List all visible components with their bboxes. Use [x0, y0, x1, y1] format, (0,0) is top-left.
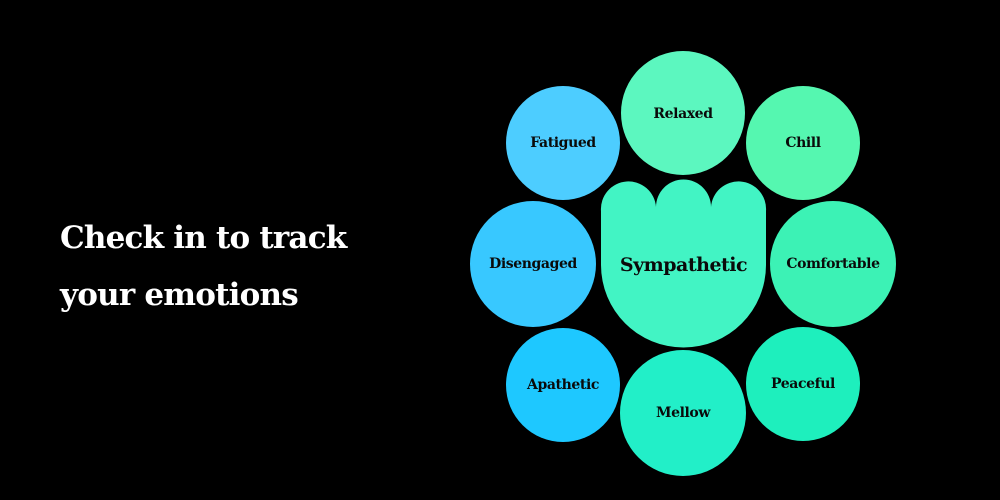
bubble-circle[interactable] [746, 86, 860, 200]
bubble-comfortable[interactable]: Comfortable [770, 201, 896, 327]
bubble-relaxed[interactable]: Relaxed [621, 51, 745, 175]
bubble-circle[interactable] [506, 328, 620, 442]
selected-emotion-shape[interactable] [600, 179, 767, 348]
bubble-fatigued[interactable]: Fatigued [506, 86, 620, 200]
bubble-label: Apathetic [526, 377, 599, 393]
selected-emotion-label: Sympathetic [620, 254, 747, 276]
bubble-apathetic[interactable]: Apathetic [506, 328, 620, 442]
headline: Check in to track your emotions [60, 210, 380, 324]
bubble-circle[interactable] [620, 350, 746, 476]
headline-line-2: your emotions [60, 277, 299, 313]
bubble-circle[interactable] [621, 51, 745, 175]
bubble-label: Relaxed [653, 106, 713, 122]
bubble-label: Chill [785, 135, 820, 151]
bubble-circle[interactable] [770, 201, 896, 327]
bubble-circle[interactable] [746, 327, 860, 441]
headline-line-1: Check in to track [60, 220, 347, 256]
bubble-label: Peaceful [771, 376, 835, 392]
bubble-mellow[interactable]: Mellow [620, 350, 746, 476]
bubble-circle[interactable] [506, 86, 620, 200]
bubble-circle[interactable] [470, 201, 596, 327]
bubble-chill[interactable]: Chill [746, 86, 860, 200]
bubble-disengaged[interactable]: Disengaged [470, 201, 596, 327]
bubble-sympathetic[interactable]: Sympathetic [600, 179, 767, 348]
bubble-label: Comfortable [786, 256, 880, 272]
bubble-label: Disengaged [489, 256, 577, 272]
bubble-label: Fatigued [530, 135, 596, 151]
bubble-peaceful[interactable]: Peaceful [746, 327, 860, 441]
bubble-label: Mellow [656, 405, 711, 421]
